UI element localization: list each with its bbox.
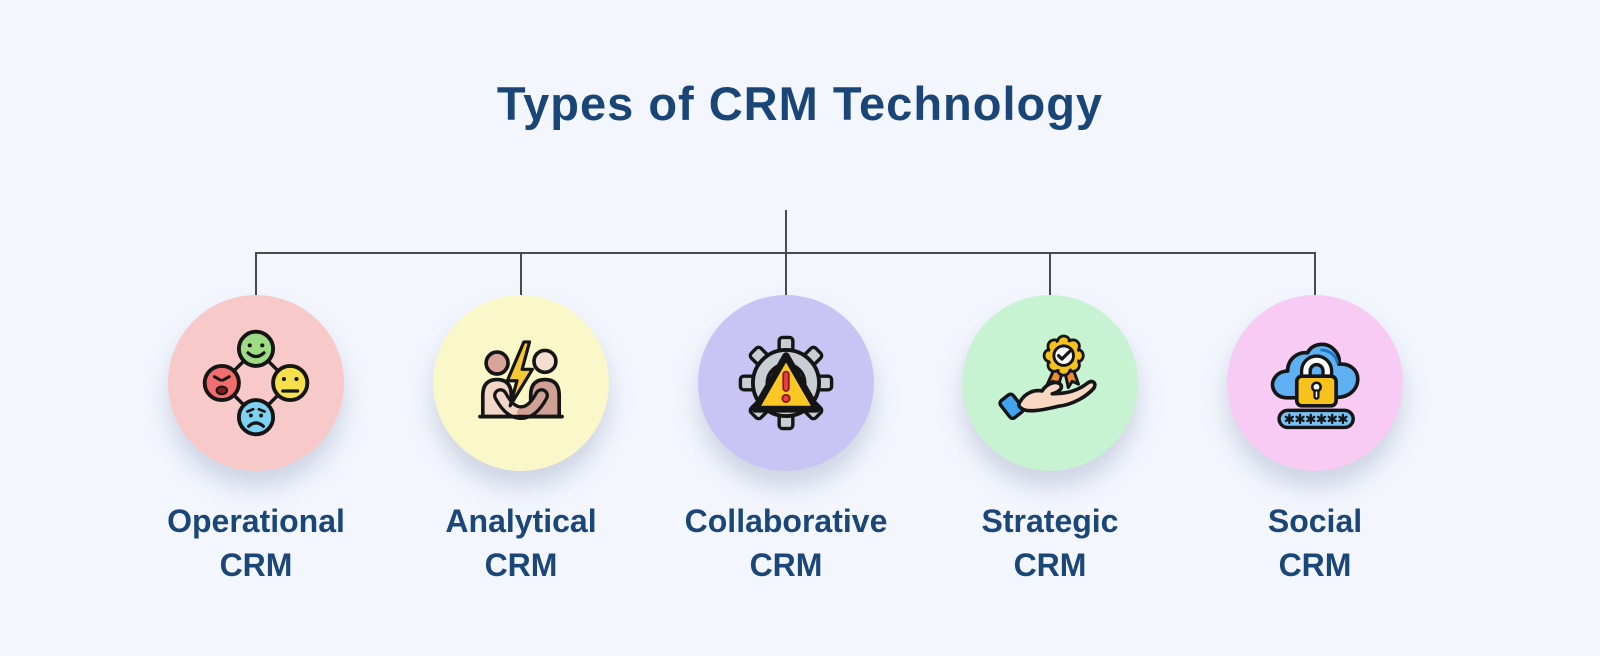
- crm-type-analytical: Analytical CRM: [391, 295, 651, 587]
- crm-type-label: Collaborative CRM: [656, 499, 916, 587]
- emotion-faces-icon: [202, 329, 310, 437]
- crm-type-label: Social CRM: [1185, 499, 1445, 587]
- connector-stub-operational: [255, 253, 257, 296]
- label-line1: Operational: [167, 503, 345, 539]
- collaborative-circle: [698, 295, 874, 471]
- crm-type-social: Social CRM: [1185, 295, 1445, 587]
- handshake-conflict-icon: [478, 340, 564, 421]
- label-line2: CRM: [1278, 547, 1352, 583]
- connector-stub-strategic: [1049, 253, 1051, 296]
- operational-circle: [168, 295, 344, 471]
- strategic-circle: [962, 295, 1138, 471]
- label-line2: CRM: [484, 547, 558, 583]
- crm-type-label: Analytical CRM: [391, 499, 651, 587]
- label-line1: Collaborative: [684, 503, 888, 539]
- crm-type-label: Strategic CRM: [920, 499, 1180, 587]
- crm-type-collaborative: Collaborative CRM: [656, 295, 916, 587]
- analytical-circle: [433, 295, 609, 471]
- label-line1: Analytical: [445, 503, 597, 539]
- label-line2: CRM: [219, 547, 293, 583]
- page-title: Types of CRM Technology: [496, 77, 1104, 130]
- crm-type-operational: Operational CRM: [126, 295, 386, 587]
- label-line1: Social: [1267, 503, 1363, 539]
- cloud-lock-password-icon: [1270, 342, 1360, 430]
- gear-warning-icon: [738, 335, 834, 431]
- connector-stub-collaborative: [785, 253, 787, 296]
- crm-type-strategic: Strategic CRM: [920, 295, 1180, 587]
- label-line2: CRM: [1013, 547, 1087, 583]
- award-hand-icon: [998, 334, 1097, 421]
- connector-trunk: [785, 210, 787, 254]
- connector-stub-analytical: [520, 253, 522, 296]
- label-line1: Strategic: [981, 503, 1119, 539]
- label-line2: CRM: [749, 547, 823, 583]
- connector-stub-social: [1314, 253, 1316, 296]
- social-circle: [1227, 295, 1403, 471]
- crm-type-label: Operational CRM: [126, 499, 386, 587]
